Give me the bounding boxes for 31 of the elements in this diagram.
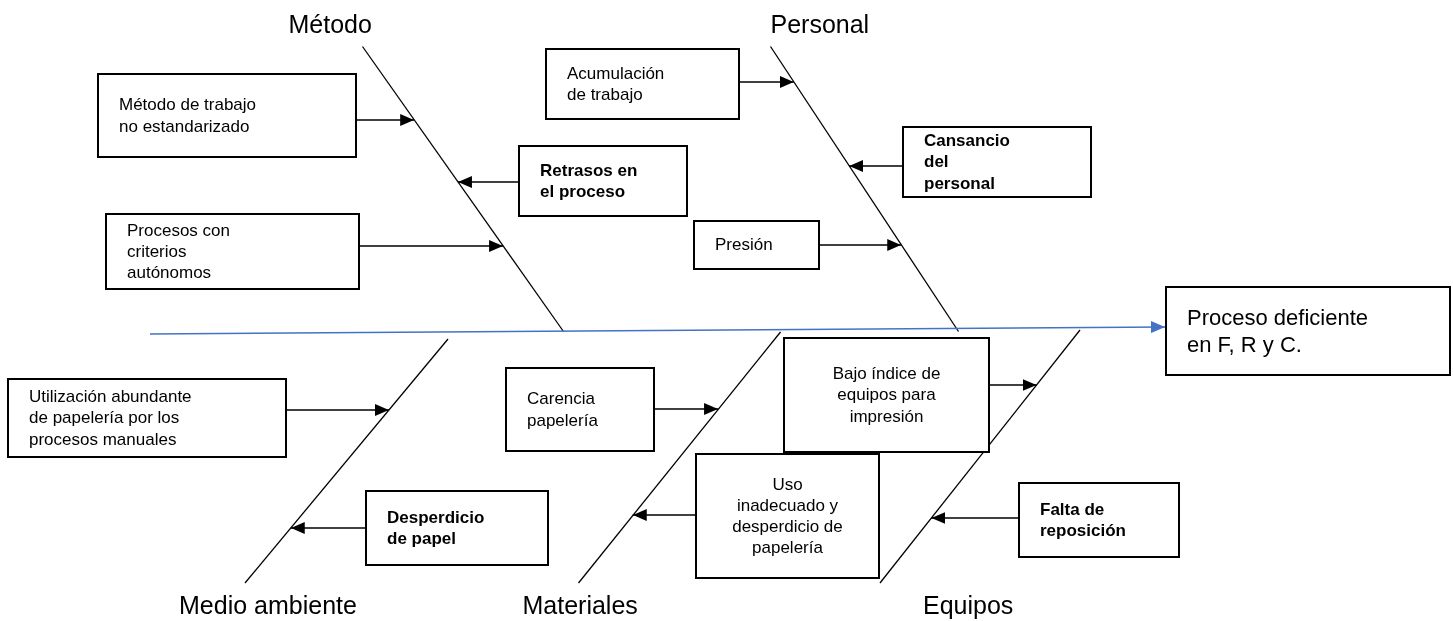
cause-box: Bajo índice de equipos para impresión xyxy=(783,337,990,453)
category-label: Método xyxy=(288,11,372,37)
category-label: Medio ambiente xyxy=(179,592,357,618)
effect-box: Proceso deficiente en F, R y C. xyxy=(1165,286,1451,376)
cause-box: Procesos con criterios autónomos xyxy=(105,213,360,290)
cause-box: Retrasos en el proceso xyxy=(518,145,688,217)
cause-box: Carencia papelería xyxy=(505,367,655,452)
arrow xyxy=(290,522,366,534)
category-label: Materiales xyxy=(522,592,638,618)
cause-box: Uso inadecuado y desperdicio de papelería xyxy=(695,453,880,579)
arrow xyxy=(654,403,719,415)
arrow xyxy=(632,509,696,521)
cause-box: Presión xyxy=(693,220,820,270)
arrow xyxy=(930,512,1019,524)
arrow xyxy=(286,404,390,416)
cause-box: Cansancio del personal xyxy=(902,126,1092,198)
cause-box: Falta de reposición xyxy=(1018,482,1180,558)
cause-box: Utilización abundante de papelería por los procesos manuales xyxy=(7,378,287,458)
arrow xyxy=(457,176,519,188)
category-label: Equipos xyxy=(923,592,1014,618)
arrow xyxy=(819,239,902,251)
category-label: Personal xyxy=(770,11,870,37)
arrow xyxy=(359,240,504,252)
cause-box: Acumulación de trabajo xyxy=(545,48,740,120)
arrow xyxy=(739,76,795,88)
arrow xyxy=(848,160,903,172)
spine-arrow xyxy=(149,321,1166,335)
cause-box: Método de trabajo no estandarizado xyxy=(97,73,357,158)
cause-box: Desperdicio de papel xyxy=(365,490,549,566)
arrow xyxy=(356,114,415,126)
arrow xyxy=(989,379,1038,391)
